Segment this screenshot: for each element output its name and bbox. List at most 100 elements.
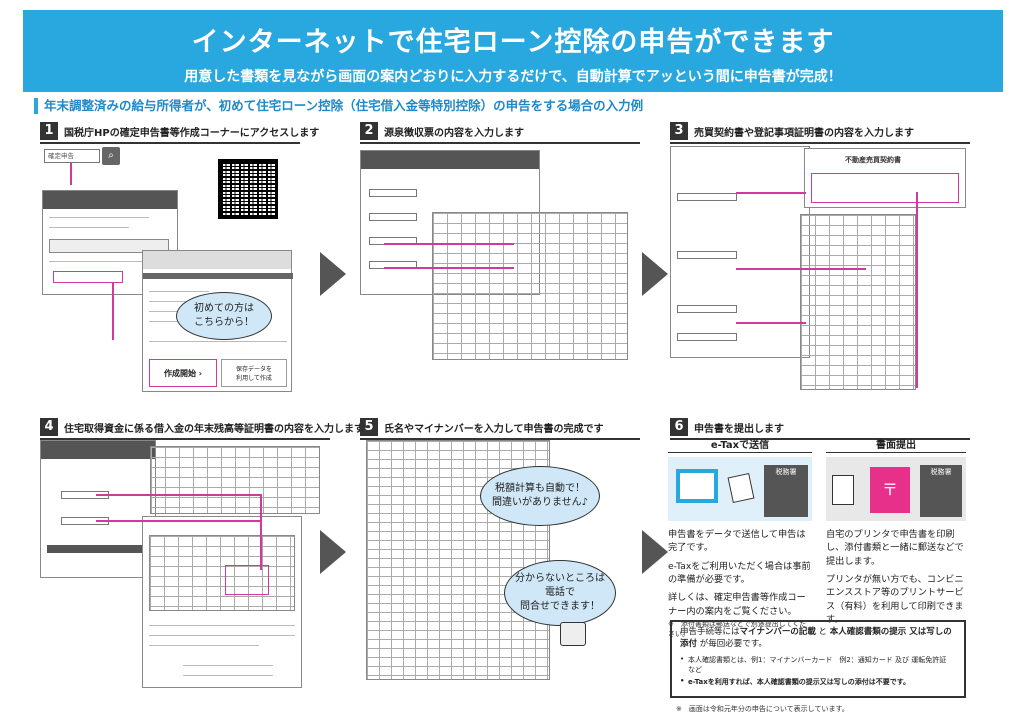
qr-code[interactable] bbox=[218, 159, 278, 219]
paper-column: 書面提出 〒 税務署 自宅のプリンタで申告書を印刷し、添付書類と一緒に郵送などで… bbox=[826, 436, 966, 626]
highlight-box bbox=[811, 173, 959, 203]
postbox-icon: 〒 bbox=[870, 467, 910, 513]
requirements-list: 本人確認書類とは、例1：マイナンバーカード 例2：通知カード 及び 運転免許証 … bbox=[680, 655, 956, 687]
choice-bar bbox=[47, 545, 147, 553]
start-create-label: 作成開始 bbox=[163, 368, 196, 378]
pointer-line bbox=[384, 243, 514, 245]
step-5-header: 5 氏名やマイナンバーを入力して申告書の完成です bbox=[360, 418, 640, 440]
speech-bubble: 税額計算も自動で！ 間違いがありません♪ bbox=[480, 466, 600, 526]
divider bbox=[149, 645, 259, 646]
bubble-text-2: 電話で bbox=[545, 587, 575, 598]
screen-header bbox=[43, 191, 177, 209]
banner-subtitle: 用意した書類を見ながら画面の案内どおりに入力するだけで、自動計算でアッという間に… bbox=[184, 69, 842, 85]
use-saved-data-button[interactable]: 保存データを 利用して作成 bbox=[221, 359, 287, 387]
search-text: 確定申告 bbox=[48, 152, 74, 160]
year-end-balance-certificate bbox=[142, 516, 302, 688]
input-field bbox=[369, 189, 417, 197]
pointer-line bbox=[384, 267, 514, 269]
section-subtitle: 年末調整済みの給与所得者が、初めて住宅ローン控除（住宅借入金等特別控除）の申告を… bbox=[34, 98, 643, 114]
pointer-line bbox=[70, 163, 72, 185]
arrow-right-icon bbox=[642, 252, 668, 296]
divider bbox=[183, 675, 273, 676]
input-field bbox=[369, 237, 417, 245]
pointer-line bbox=[736, 322, 806, 324]
etax-title: e-Taxで送信 bbox=[668, 436, 812, 453]
search-icon[interactable]: ⌕ bbox=[102, 147, 120, 165]
paper-title: 書面提出 bbox=[826, 436, 966, 453]
link-box bbox=[49, 239, 169, 253]
footnote: ※ 画面は令和元年分の申告について表示しています。 bbox=[676, 705, 849, 713]
input-field bbox=[677, 193, 737, 201]
certificate-table bbox=[149, 535, 295, 611]
step-title: 申告書を提出します bbox=[694, 423, 784, 435]
divider bbox=[49, 227, 129, 228]
step-3-header: 3 売買契約書や登記事項証明書の内容を入力します bbox=[670, 122, 970, 144]
divider bbox=[49, 217, 149, 218]
envelope-icon bbox=[832, 475, 854, 505]
bubble-text-2: こちらから！ bbox=[194, 317, 254, 328]
highlight-box bbox=[225, 565, 269, 595]
speech-bubble: 初めての方は こちらから！ bbox=[176, 292, 272, 340]
req-text-3: が毎回必要です。 bbox=[697, 639, 767, 650]
step-title: 源泉徴収票の内容を入力します bbox=[384, 127, 524, 139]
list-item: e-Taxを利用すれば、本人確認書類の提示又は写しの添付は不要です。 bbox=[680, 677, 956, 687]
step-4-header: 4 住宅取得資金に係る借入金の年末残高等証明書の内容を入力します bbox=[40, 418, 364, 440]
divider bbox=[149, 625, 295, 626]
etax-column: e-Taxで送信 税務署 申告書をデータで送信して申告は完了です。 e-Taxを… bbox=[668, 436, 812, 639]
bubble-text-3: 問合せできます！ bbox=[520, 601, 600, 612]
divider bbox=[49, 261, 159, 262]
etax-text-2: e-Taxをご利用いただく場合は事前の準備が必要です。 bbox=[668, 560, 811, 586]
requirements-text: 申告手続等にはマイナンバーの記載 と 本人確認書類の提示 又は写しの添付 が毎回… bbox=[680, 626, 956, 651]
start-create-button[interactable]: 作成開始 › bbox=[149, 359, 217, 387]
screen-header bbox=[143, 251, 291, 269]
divider bbox=[149, 291, 209, 292]
req-bold-1: マイナンバーの記載 bbox=[739, 627, 816, 637]
step-1-header: 1 国税庁HPの確定申告書等作成コーナーにアクセスします bbox=[40, 122, 319, 144]
req-text: 申告手続等には bbox=[680, 627, 740, 637]
step-number: 1 bbox=[40, 122, 58, 140]
list-item: 本人確認書類とは、例1：マイナンバーカード 例2：通知カード 及び 運転免許証 … bbox=[680, 655, 956, 675]
pointer-line bbox=[260, 494, 262, 570]
pointer-line bbox=[96, 520, 260, 522]
req-text-2: と bbox=[815, 627, 830, 637]
divider bbox=[183, 665, 273, 666]
input-field bbox=[369, 213, 417, 221]
req-bold-2: 本人確認書類の提示 又は写しの添付 bbox=[680, 627, 952, 650]
etax-illustration: 税務署 bbox=[668, 457, 812, 521]
tax-office-label: 税務署 bbox=[930, 468, 952, 476]
tax-office-label: 税務署 bbox=[775, 468, 797, 476]
step-4: 4 住宅取得資金に係る借入金の年末残高等証明書の内容を入力します bbox=[40, 418, 364, 440]
paper-text-1: 自宅のプリンタで申告書を印刷し、添付書類と一緒に郵送などで提出します。 bbox=[826, 529, 964, 567]
step-number: 4 bbox=[40, 418, 58, 436]
search-input[interactable]: 確定申告 bbox=[44, 149, 100, 163]
input-field bbox=[369, 261, 417, 269]
bubble-text: 初めての方は bbox=[194, 303, 254, 314]
speech-bubble: 分からないところは 電話で 問合せできます！ bbox=[504, 560, 616, 626]
pointer-line bbox=[736, 268, 866, 270]
step-number: 5 bbox=[360, 418, 378, 436]
step-6: 6 申告書を提出します bbox=[670, 418, 970, 440]
computer-mascot-icon bbox=[560, 622, 586, 646]
pointer-line bbox=[916, 192, 918, 388]
bubble-text: 分からないところは bbox=[515, 573, 605, 584]
tax-office-icon: 税務署 bbox=[764, 465, 808, 517]
step-2-header: 2 源泉徴収票の内容を入力します bbox=[360, 122, 640, 144]
bubble-text-2: 間違いがありません♪ bbox=[491, 497, 589, 508]
bubble-text: 税額計算も自動で！ bbox=[495, 483, 585, 494]
pointer-line bbox=[736, 192, 806, 194]
header-banner: インターネットで住宅ローン控除の申告ができます 用意した書類を見ながら画面の案内… bbox=[23, 10, 1003, 92]
step-number: 2 bbox=[360, 122, 378, 140]
step-1: 1 国税庁HPの確定申告書等作成コーナーにアクセスします bbox=[40, 122, 319, 392]
step-title: 国税庁HPの確定申告書等作成コーナーにアクセスします bbox=[64, 127, 320, 139]
registry-certificate-image bbox=[800, 214, 916, 390]
paper-text-2: プリンタが無い方でも、コンビニエンスストア等のプリントサービス（有料）を利用して… bbox=[826, 574, 964, 626]
page-title: インターネットで住宅ローン控除の申告ができます bbox=[191, 27, 835, 58]
step-3: 3 売買契約書や登記事項証明書の内容を入力します bbox=[670, 122, 970, 144]
etax-text-3: 詳しくは、確定申告書等作成コーナー内の案内をご覧ください。 bbox=[668, 592, 806, 617]
step-number: 3 bbox=[670, 122, 688, 140]
nav-bar bbox=[143, 273, 293, 279]
monitor-icon bbox=[676, 469, 718, 503]
pointer-line bbox=[96, 494, 260, 496]
input-field bbox=[677, 251, 737, 259]
use-saved-label: 保存データを bbox=[235, 366, 272, 373]
